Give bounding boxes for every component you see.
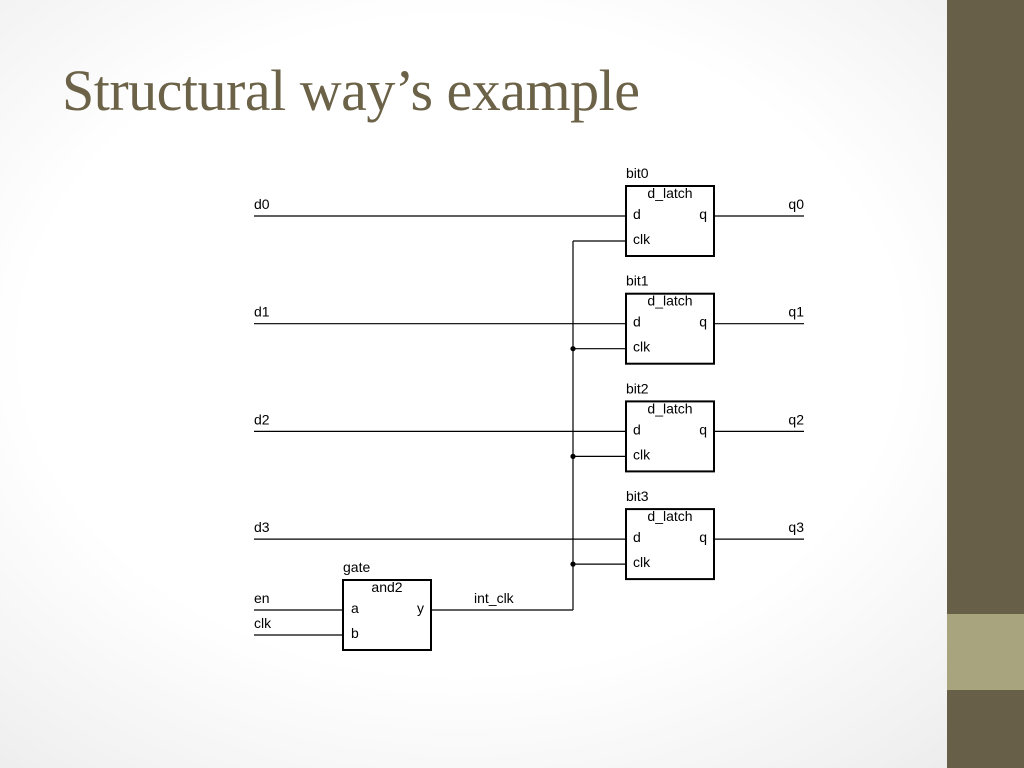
input-signal-label: d1 [254, 304, 270, 320]
sidebar-accent-block [947, 614, 1024, 690]
and2-gate-block [342, 579, 432, 651]
gate-instance-label: gate [343, 559, 370, 575]
gate-port-b: b [351, 625, 359, 641]
latch-cell-label: d_latch [647, 400, 692, 416]
latch-port-d: d [633, 206, 641, 222]
gate-input-a-label: en [254, 590, 270, 606]
latch-port-clk: clk [633, 231, 651, 247]
latch-port-q: q [699, 529, 707, 545]
gate-port-y: y [417, 600, 424, 616]
input-signal-label: d3 [254, 519, 270, 535]
latch-port-q: q [699, 421, 707, 437]
latch-port-q: q [699, 206, 707, 222]
d-latch-block [625, 185, 715, 257]
d-latch-block [625, 400, 715, 473]
latch-instance-label: bit0 [626, 165, 649, 181]
latch-port-clk: clk [633, 339, 651, 355]
latch-port-d: d [633, 314, 641, 330]
latch-instance-label: bit1 [626, 273, 649, 289]
gate-port-a: a [351, 600, 359, 616]
latch-port-clk: clk [633, 446, 651, 462]
latch-cell-label: d_latch [647, 293, 692, 309]
output-signal-label: q0 [788, 196, 804, 212]
latch-port-clk: clk [633, 554, 651, 570]
latch-instance-label: bit3 [626, 488, 649, 504]
d-latch-block [625, 508, 715, 581]
gate-input-b-label: clk [254, 615, 272, 631]
gate-cell-label: and2 [371, 579, 402, 595]
d-latch-block [625, 292, 715, 365]
latch-cell-label: d_latch [647, 185, 692, 201]
output-signal-label: q1 [788, 304, 804, 320]
latch-port-q: q [699, 314, 707, 330]
output-signal-label: q2 [788, 411, 804, 427]
slide-title: Structural way’s example [62, 58, 640, 123]
latch-cell-label: d_latch [647, 508, 692, 524]
input-signal-label: d2 [254, 411, 270, 427]
latch-port-d: d [633, 421, 641, 437]
input-signal-label: d0 [254, 196, 270, 212]
latch-instance-label: bit2 [626, 380, 649, 396]
latch-port-d: d [633, 529, 641, 545]
output-signal-label: q3 [788, 519, 804, 535]
int-clk-label: int_clk [474, 590, 515, 606]
